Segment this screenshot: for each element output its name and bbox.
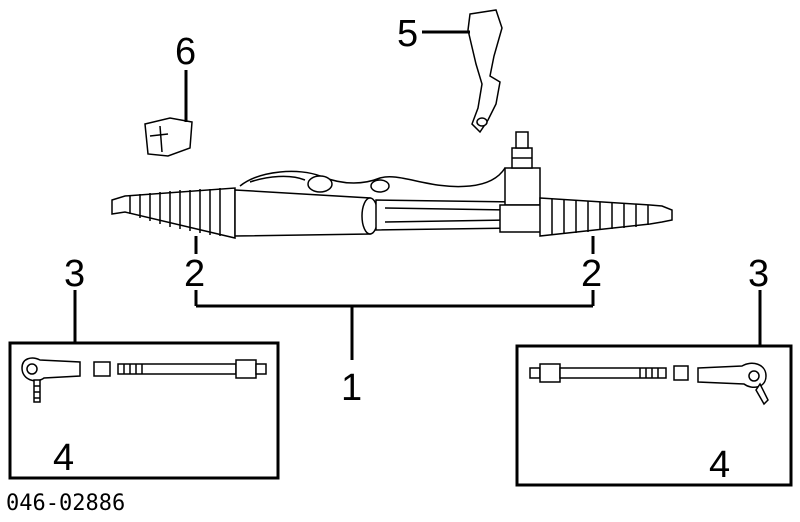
bushing-part bbox=[144, 117, 193, 157]
callout-4-left: 4 bbox=[53, 437, 74, 479]
callout-1: 1 bbox=[341, 367, 362, 409]
callout-2-left: 2 bbox=[184, 253, 205, 295]
callout-3-right: 3 bbox=[748, 253, 769, 295]
left-tie-rod-inset bbox=[8, 341, 280, 480]
rack-tube bbox=[375, 199, 516, 231]
valve-body bbox=[499, 131, 546, 233]
callout-5: 5 bbox=[397, 13, 418, 55]
callout-2-right: 2 bbox=[581, 253, 602, 295]
rack-housing bbox=[234, 189, 371, 237]
steering-rack-assembly bbox=[111, 131, 673, 239]
diagram-code: 046-02886 bbox=[6, 491, 125, 516]
bracket-part bbox=[467, 9, 503, 134]
left-boot bbox=[111, 187, 236, 239]
callout-4-right: 4 bbox=[709, 444, 730, 486]
right-boot bbox=[539, 197, 673, 237]
callout-labels: 5 6 2 2 3 3 1 4 4 bbox=[53, 13, 769, 486]
callout-3-left: 3 bbox=[64, 253, 85, 295]
callout-6: 6 bbox=[175, 31, 196, 73]
right-tie-rod-inset bbox=[515, 344, 793, 487]
